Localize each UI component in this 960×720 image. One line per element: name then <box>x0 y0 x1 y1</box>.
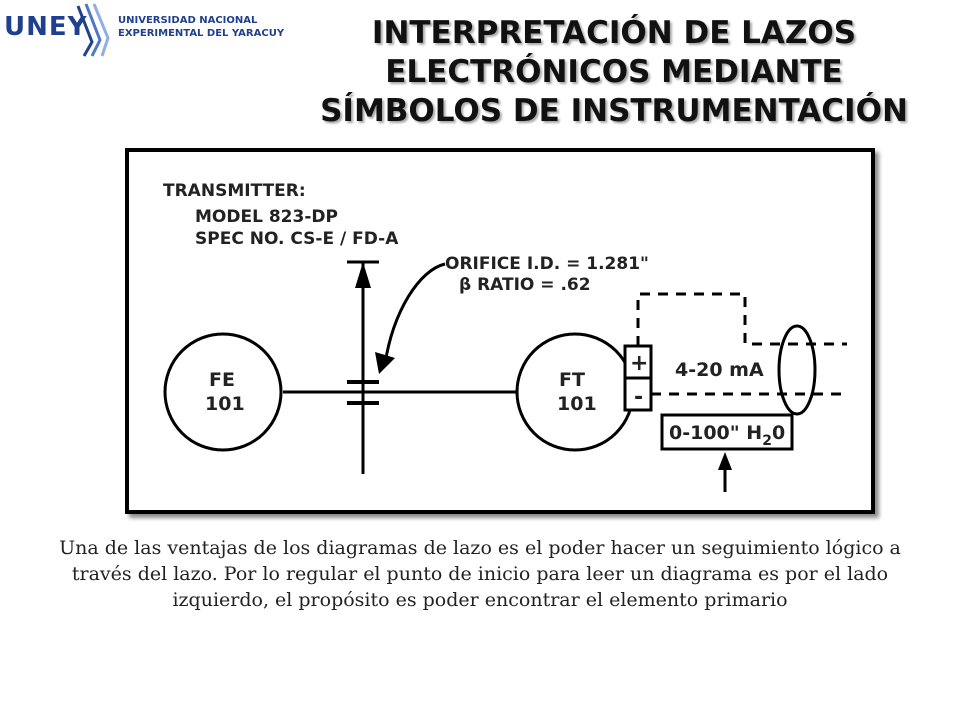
cable-bundle-ellipse <box>777 324 817 416</box>
logo-wordmark: UNEY <box>4 12 88 42</box>
signal-wire-positive <box>636 292 847 346</box>
loop-diagram: TRANSMITTER: MODEL 823-DP SPEC NO. CS-E … <box>125 148 875 514</box>
orifice-pointer-line <box>383 262 446 365</box>
uney-logo: UNEY UNIVERSIDAD NACIONAL EXPERIMENTAL D… <box>0 0 284 62</box>
loop-diagram-svg: TRANSMITTER: MODEL 823-DP SPEC NO. CS-E … <box>163 181 847 492</box>
beta-ratio-label: β RATIO = .62 <box>459 275 591 295</box>
plus-symbol: + <box>630 351 648 376</box>
orifice-id-label: ORIFICE I.D. = 1.281" <box>445 254 649 274</box>
ft-instrument-bubble <box>515 332 635 452</box>
range-arrow-head <box>718 452 732 470</box>
logo-line-1: UNIVERSIDAD NACIONAL <box>118 15 258 26</box>
minus-terminal <box>623 376 653 412</box>
ft-number: 101 <box>557 393 597 415</box>
transmitter-model: MODEL 823-DP <box>195 207 338 227</box>
transmitter-label: TRANSMITTER: <box>163 181 306 201</box>
logo-emblem-icon <box>76 3 110 57</box>
fe-instrument-bubble <box>163 332 283 452</box>
signal-range-label: 4-20 mA <box>675 359 764 381</box>
orifice-top-arrow <box>355 262 371 288</box>
minus-symbol: - <box>634 385 643 410</box>
logo-line-2: EXPERIMENTAL DEL YARACUY <box>118 28 285 39</box>
page-title: INTERPRETACIÓN DE LAZOS ELECTRÓNICOS MED… <box>320 15 908 129</box>
orifice-pointer-arrowhead <box>375 352 395 374</box>
ft-tag: FT <box>559 369 585 391</box>
transmitter-spec: SPEC NO. CS-E / FD-A <box>195 229 399 249</box>
range-box <box>660 413 794 451</box>
caption-text: Una de las ventajas de los diagramas de … <box>59 537 901 611</box>
fe-tag: FE <box>209 369 235 391</box>
fe-number: 101 <box>205 393 245 415</box>
range-box-text: 0-100" H20 <box>669 422 785 449</box>
